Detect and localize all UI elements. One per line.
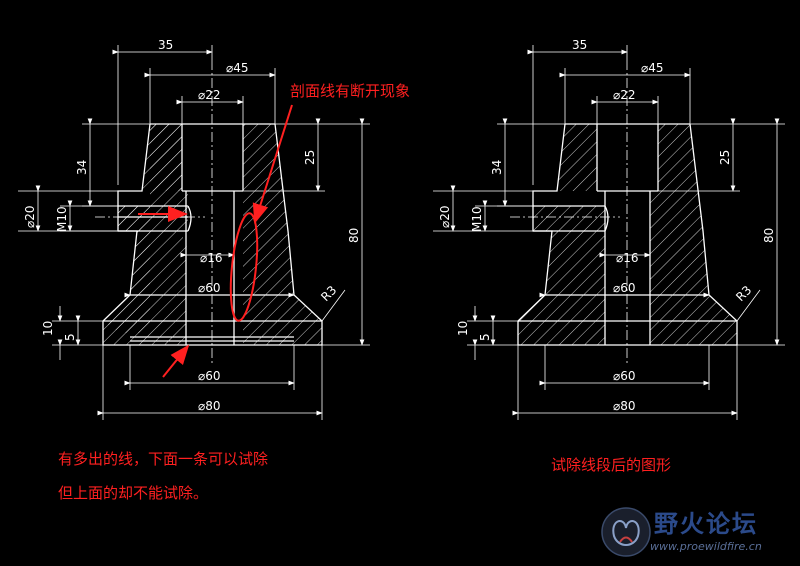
dim-5: 5 [63,333,77,341]
right-caption: 试除线段后的图形 [551,456,672,474]
extra-line-lower-arrow [162,344,190,378]
right-hatch-body [243,124,322,345]
hatch-gap-arrow [252,104,293,224]
right-centerlines [510,60,628,365]
dim-diam-22: ⌀22 [198,88,221,102]
dim-10: 10 [456,321,470,336]
dim-diam-80: ⌀80 [198,399,221,413]
dim-25: 25 [303,150,317,165]
left-caption-line-1: 有多出的线，下面一条可以试除 [58,450,269,468]
dim-34: 34 [490,160,504,175]
right-view-hatch-right [650,124,737,345]
hatch-gap-note: 剖面线有断开现象 [290,82,411,100]
dim-diam-20: ⌀20 [438,206,452,229]
dim-diam-45: ⌀45 [641,61,664,75]
right-section-view: 35 ⌀45 ⌀22 34 25 ⌀20 M10 ⌀16 ⌀60 80 R3 1… [433,38,785,420]
left-dimension-lines [18,45,370,420]
dim-r3: R3 [733,283,754,304]
dim-34: 34 [75,160,89,175]
watermark-title: 野火论坛 [654,510,758,538]
dim-35: 35 [158,38,173,52]
dim-80: 80 [762,228,776,243]
watermark: 野火论坛 www.proewildfire.cn [588,500,800,566]
dim-diam-20: ⌀20 [23,206,37,229]
dim-diam-80: ⌀80 [613,399,636,413]
dim-35: 35 [572,38,587,52]
dim-diam-22: ⌀22 [613,88,636,102]
left-hatch-body [103,124,188,333]
right-view-hatch-left [518,124,605,345]
dim-diam-60-upper: ⌀60 [613,281,636,295]
left-caption-line-2: 但上面的却不能试除。 [58,484,209,502]
dim-m10: M10 [470,206,484,232]
hatch-gap-ellipse [229,212,259,322]
dim-25: 25 [718,150,732,165]
watermark-url: www.proewildfire.cn [650,540,762,553]
dim-5: 5 [478,333,492,341]
dim-10: 10 [41,321,55,336]
dim-diam-16: ⌀16 [616,251,639,265]
left-section-view: 35 ⌀45 ⌀22 34 25 ⌀20 M10 ⌀16 ⌀60 80 R3 1… [18,38,370,420]
dim-diam-45: ⌀45 [226,61,249,75]
watermark-logo-icon [601,507,651,557]
dim-80: 80 [347,228,361,243]
dim-diam-16: ⌀16 [200,251,223,265]
dim-r3: R3 [318,283,339,304]
dim-diam-60-lower: ⌀60 [613,369,636,383]
dim-diam-60-lower: ⌀60 [198,369,221,383]
right-dimension-lines [433,45,785,420]
dim-m10: M10 [55,206,69,232]
dim-diam-60-upper: ⌀60 [198,281,221,295]
